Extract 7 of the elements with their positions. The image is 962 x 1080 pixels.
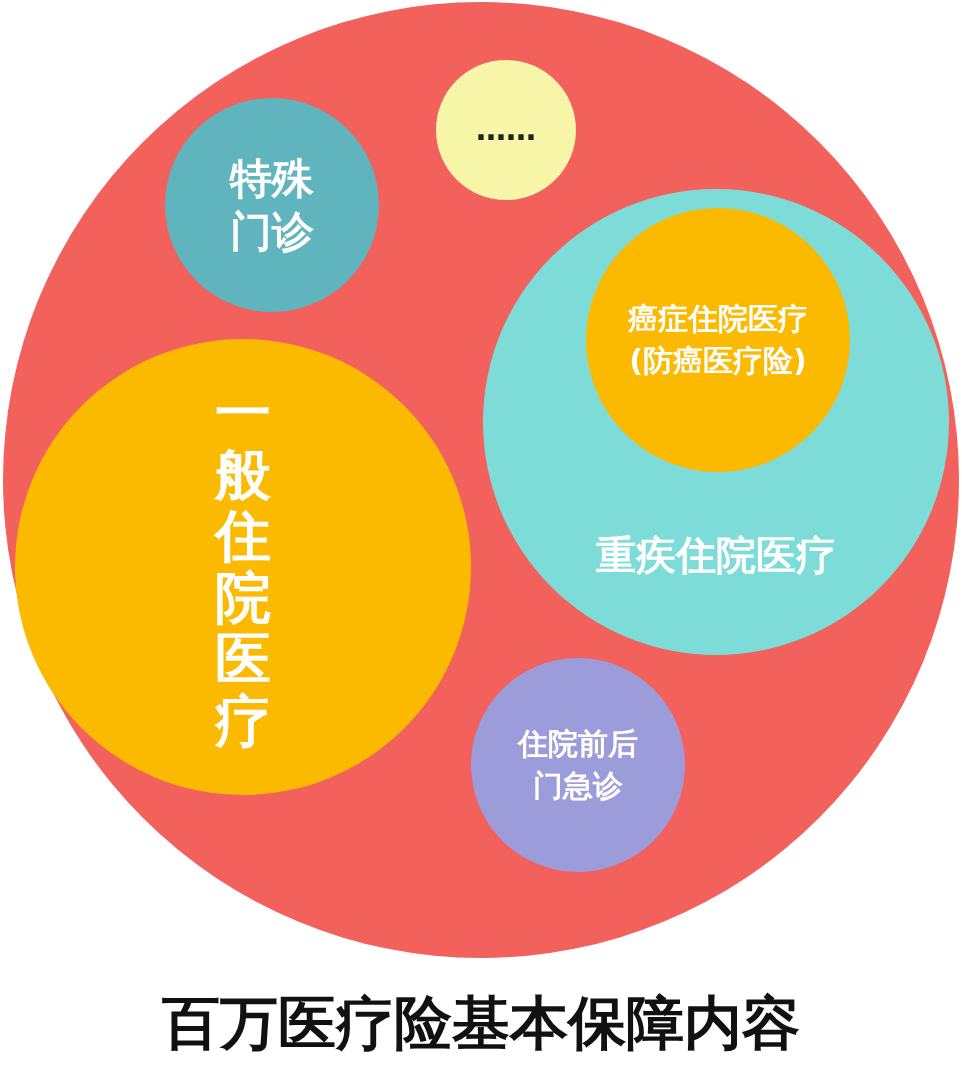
coverage-label: …… xyxy=(475,111,537,149)
coverage-label: 住院前后门急诊 xyxy=(516,725,639,805)
coverage-label: 特殊门诊 xyxy=(228,152,315,257)
coverage-label: 重疾住院医疗 xyxy=(595,531,837,580)
coverage-label: 一般住院医疗 xyxy=(215,382,271,752)
coverage-label: 癌症住院医疗(防癌医疗险) xyxy=(626,300,809,380)
diagram-title: 百万医疗险基本保障内容 xyxy=(161,988,801,1059)
